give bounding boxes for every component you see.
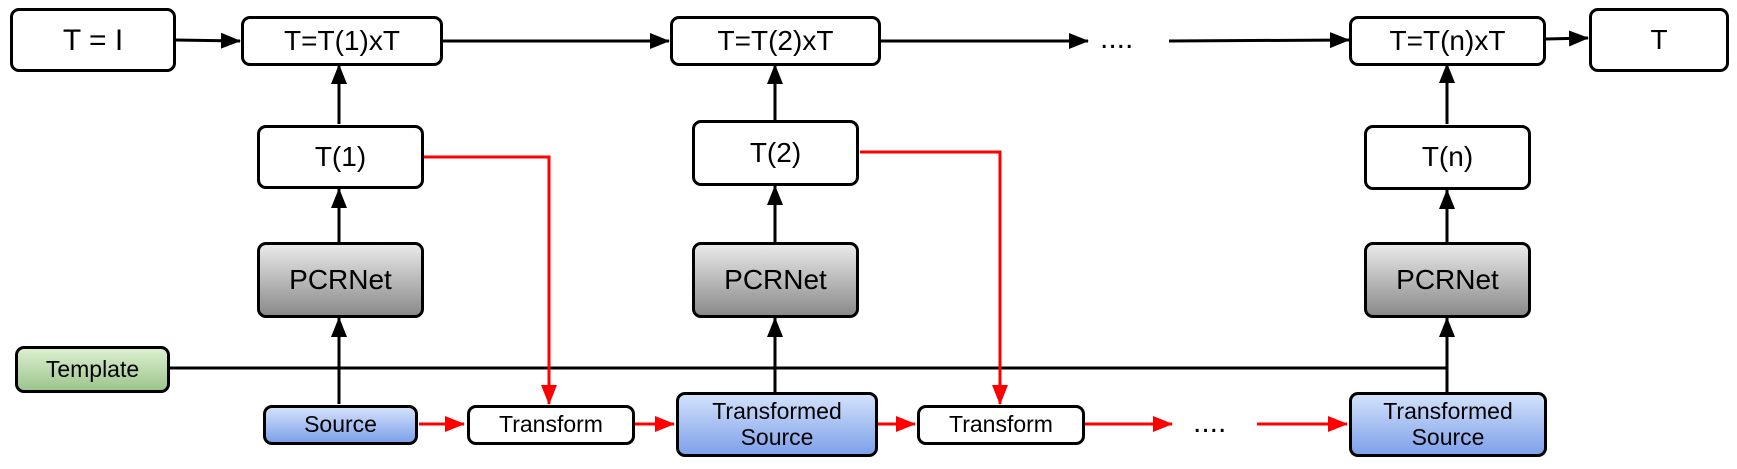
tn-box: T(n): [1364, 125, 1531, 190]
template-box: Template: [15, 346, 170, 393]
update-2-label: T=T(2)xT: [717, 24, 834, 56]
init-box: T = I: [10, 8, 176, 72]
t1-label: T(1): [314, 140, 367, 172]
t2-label: T(2): [749, 136, 802, 168]
transform-1-label: Transform: [499, 411, 603, 438]
top-ellipsis: ....: [1100, 22, 1134, 55]
source-box: Source: [263, 405, 418, 445]
update-n-label: T=T(n)xT: [1389, 24, 1506, 56]
pcrnet-box-1: PCRNet: [257, 242, 424, 318]
transformed-source-box-1: Transformed Source: [676, 392, 878, 457]
update-box-2: T=T(2)xT: [670, 16, 881, 66]
pcrnet-2-label: PCRNet: [724, 263, 827, 295]
arrow-updaten-to-output: [1545, 30, 1589, 47]
transform-box-1: Transform: [467, 405, 635, 445]
output-box: T: [1589, 8, 1729, 72]
pcrnet-n-label: PCRNet: [1396, 263, 1499, 295]
tn-label: T(n): [1421, 141, 1474, 173]
t1-box: T(1): [257, 125, 424, 189]
source-label: Source: [304, 411, 377, 438]
transformed-source-box-n: Transformed Source: [1349, 392, 1547, 457]
transformed-source-1-label: Transformed Source: [712, 398, 842, 450]
arrow-init-to-update1: [174, 32, 241, 49]
pcrnet-box-n: PCRNet: [1364, 242, 1531, 318]
red-arrow-t1-to-transform1: [424, 155, 557, 405]
red-arrow-t2-to-transform2: [860, 150, 1008, 405]
update-box-1: T=T(1)xT: [241, 16, 443, 66]
t2-box: T(2): [692, 120, 859, 186]
init-label: T = I: [62, 23, 124, 57]
transform-box-2: Transform: [917, 405, 1085, 445]
template-label: Template: [45, 355, 140, 382]
pcrnet-1-label: PCRNet: [289, 263, 392, 295]
bottom-ellipsis: ....: [1193, 406, 1227, 439]
arrow-ellipsis-to-updaten: [1168, 32, 1350, 49]
pcrnet-box-2: PCRNet: [692, 242, 859, 318]
transform-2-label: Transform: [949, 411, 1053, 438]
transformed-source-n-label: Transformed Source: [1383, 398, 1513, 450]
update-1-label: T=T(1)xT: [284, 24, 400, 56]
output-label: T: [1650, 23, 1668, 55]
update-box-n: T=T(n)xT: [1349, 16, 1546, 66]
